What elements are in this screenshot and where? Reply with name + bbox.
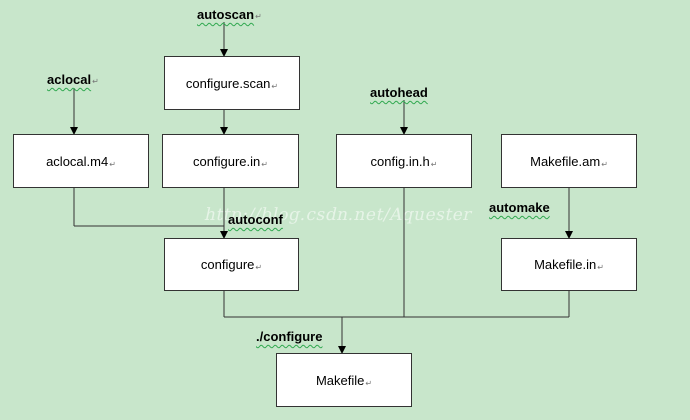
label-autoscan: autoscan↵ — [197, 7, 262, 22]
box-configure-in: configure.in↵ — [162, 134, 299, 188]
label-aclocal: aclocal↵ — [47, 72, 99, 87]
box-makefile-am: Makefile.am↵ — [501, 134, 637, 188]
label-configure-command: ./configure — [256, 329, 323, 344]
box-aclocal-m4: aclocal.m4↵ — [13, 134, 149, 188]
label-autohead: autohead — [370, 85, 428, 100]
box-config-in-h: config.in.h↵ — [336, 134, 472, 188]
label-autoconf: autoconf — [228, 212, 283, 227]
box-configure-scan: configure.scan↵ — [164, 56, 300, 110]
box-makefile-in: Makefile.in↵ — [501, 238, 637, 291]
box-configure: configure↵ — [164, 238, 299, 291]
label-automake: automake — [489, 200, 550, 215]
box-makefile: Makefile↵ — [276, 353, 412, 407]
